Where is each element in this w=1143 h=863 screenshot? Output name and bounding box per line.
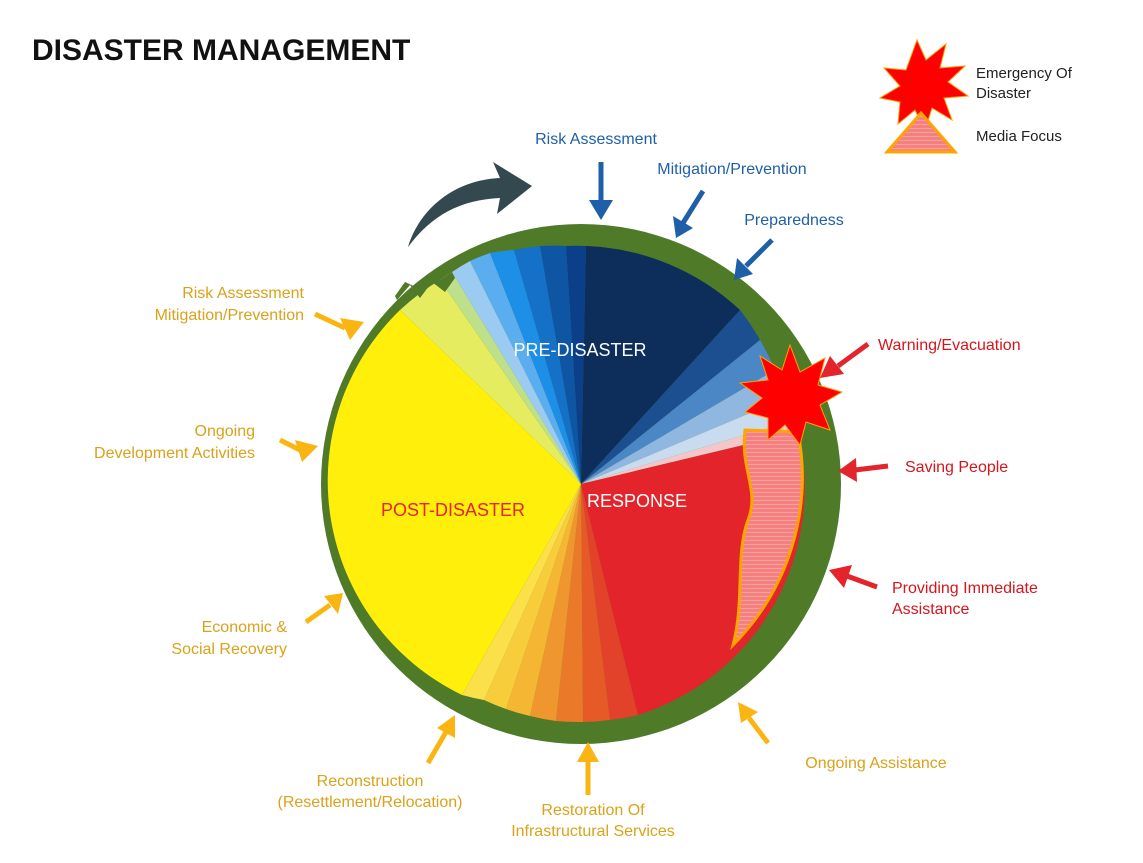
pre-disaster-fan-1	[452, 261, 581, 484]
ring-rupture	[395, 272, 455, 300]
post-disaster-sector-transition	[400, 280, 581, 484]
response-sector	[581, 432, 805, 715]
response-arrows	[820, 341, 889, 590]
label-risk-mitigation-line2: Mitigation/Prevention	[155, 307, 304, 324]
post-disaster-sector-transition-2	[440, 272, 581, 484]
post-fan-5	[506, 484, 581, 716]
legend-emergency-line1: Emergency Of	[976, 65, 1073, 82]
label-preparedness: Preparedness	[744, 212, 844, 229]
label-ongoing-dev-line2: Development Activities	[94, 445, 255, 462]
legend-emergency-line2: Disaster	[976, 85, 1031, 102]
label-providing-line1: Providing Immediate	[892, 580, 1038, 597]
pre-disaster-label: PRE-DISASTER	[513, 340, 646, 360]
label-ongoing-assistance: Ongoing Assistance	[805, 755, 947, 772]
response-label: RESPONSE	[587, 491, 687, 511]
pre-fade-4	[581, 398, 794, 484]
media-focus-region	[730, 428, 804, 651]
post-fan-4	[530, 484, 581, 721]
pre-disaster-sector	[581, 246, 740, 484]
pre-disaster-arrows	[589, 162, 774, 280]
label-warning-evacuation: Warning/Evacuation	[878, 337, 1021, 354]
post-disaster-arrows	[278, 311, 770, 795]
label-restoration-line2: Infrastructural Services	[511, 823, 675, 840]
post-fan-7	[462, 484, 581, 700]
label-reconstruction-line1: Reconstruction	[317, 773, 424, 790]
label-saving-people: Saving People	[905, 459, 1008, 476]
post-disaster-label: POST-DISASTER	[381, 500, 525, 520]
cycle-wheel: PRE-DISASTER RESPONSE POST-DISASTER	[321, 224, 844, 744]
label-restoration-line1: Restoration Of	[541, 802, 645, 819]
pre-fade-3	[581, 370, 786, 484]
media-focus-triangle-icon	[883, 110, 959, 154]
legend: Emergency Of Disaster Media Focus	[878, 38, 1073, 154]
pre-disaster-fan-5	[540, 245, 581, 484]
label-risk-mitigation-line1: Risk Assessment	[182, 285, 304, 302]
legend-media-focus: Media Focus	[976, 128, 1062, 145]
pre-disaster-fan-6	[566, 245, 586, 484]
post-disaster-sector	[327, 310, 581, 695]
post-fan-3	[556, 484, 583, 723]
emergency-burst-marker-icon	[738, 343, 844, 447]
label-mitigation-prevention: Mitigation/Prevention	[657, 161, 806, 178]
label-ongoing-dev-line1: Ongoing	[195, 423, 256, 440]
pre-fade-2	[581, 340, 775, 484]
pre-disaster-fan-4	[514, 246, 581, 484]
post-fan-6	[484, 484, 581, 709]
page-title: DISASTER MANAGEMENT	[32, 34, 410, 67]
label-economic-line1: Economic &	[202, 619, 288, 636]
label-providing-line2: Assistance	[892, 601, 969, 618]
cycle-direction-arrow-icon	[408, 162, 532, 247]
label-economic-line2: Social Recovery	[171, 641, 287, 658]
pre-disaster-fan-2	[470, 253, 581, 484]
post-fan-2	[581, 484, 610, 722]
label-risk-assessment: Risk Assessment	[535, 131, 657, 148]
pre-fade-1	[581, 310, 760, 484]
emergency-burst-icon	[878, 38, 970, 132]
label-reconstruction-line2: (Resettlement/Relocation)	[278, 794, 463, 811]
pre-disaster-fan-3	[490, 250, 581, 484]
post-fan-1	[581, 484, 638, 720]
